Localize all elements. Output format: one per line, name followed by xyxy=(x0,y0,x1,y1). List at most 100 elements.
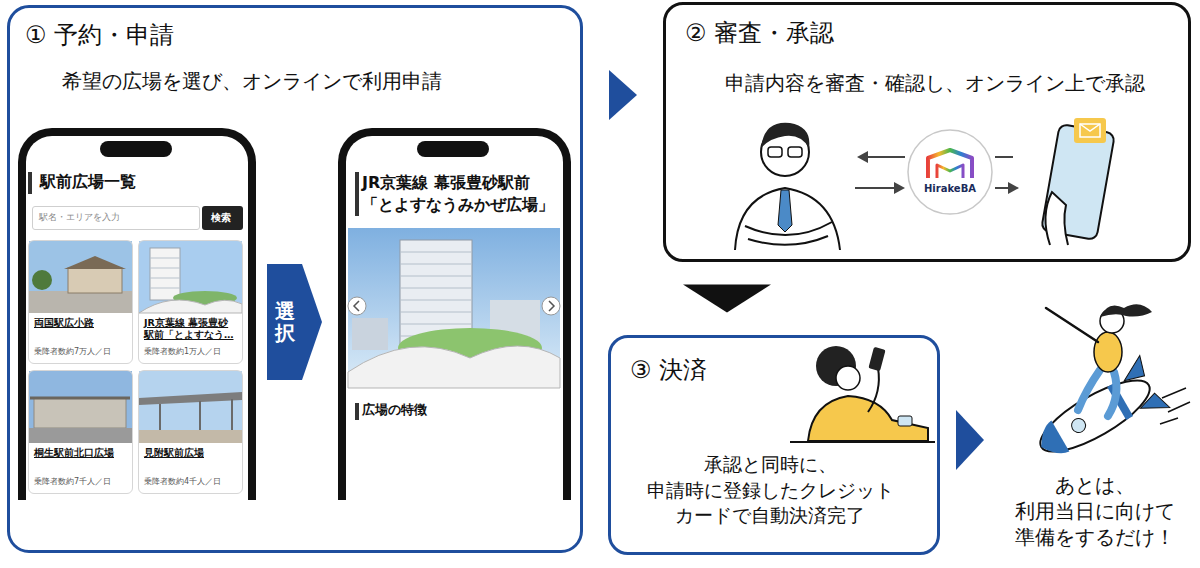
plaza-name: 見附駅前広場 xyxy=(144,447,238,459)
step-description: 承認と同時に、 申請時に登録したクレジット カードで自動決済完了 xyxy=(625,452,915,529)
face xyxy=(836,366,860,390)
step-description: 希望の広場を選び、オンラインで利用申請 xyxy=(62,68,542,94)
arrow-head xyxy=(1008,182,1019,194)
button-label: 検索 xyxy=(202,211,240,224)
section-title: 広場の特徴 xyxy=(362,402,427,419)
step-heading: ③ 決済 xyxy=(630,355,707,385)
body xyxy=(735,188,840,250)
rocket-fin xyxy=(1117,356,1150,386)
windows xyxy=(150,258,180,288)
rocket xyxy=(1026,356,1169,473)
flow-arrow xyxy=(956,410,984,470)
phone xyxy=(868,347,885,371)
search-field: 駅名・エリアを入力 xyxy=(32,206,200,230)
sky xyxy=(348,228,560,388)
closing-message: あとは、 利用当日に向けて 準備をするだけ！ xyxy=(1000,472,1190,550)
chevron xyxy=(549,301,554,311)
arrow-line xyxy=(995,187,1010,189)
screen-title: JR京葉線 幕張豊砂駅前 「とよすなうみかぜ広場」 xyxy=(362,172,560,217)
arrow-head xyxy=(857,151,868,163)
ground xyxy=(29,291,132,313)
sky xyxy=(29,371,132,443)
windows xyxy=(400,252,472,336)
chevron xyxy=(354,301,359,311)
phone-mockup: 駅名・エリアを入力検索両国駅広小路乗降者数約7万人／日 JR京葉線 幕張豊砂駅前「… xyxy=(18,128,256,500)
arrow-line xyxy=(866,156,905,158)
building xyxy=(352,318,388,350)
plaza-card: JR京葉線 幕張豊砂駅前「とよすなう… 乗降者数約1万人／日 xyxy=(138,240,243,364)
pavement xyxy=(139,430,242,443)
heading-bar xyxy=(355,403,359,420)
hand xyxy=(1045,192,1068,245)
carousel-button xyxy=(348,297,366,315)
crossed-arms xyxy=(745,222,832,245)
road xyxy=(29,428,132,443)
passenger-count: 乗降者数約4千人／日 xyxy=(144,477,238,487)
edge-label: 選択 xyxy=(275,300,295,344)
hair xyxy=(1100,304,1152,317)
tie xyxy=(778,190,792,232)
cup xyxy=(898,416,912,426)
flow-arrow xyxy=(683,285,771,313)
passenger-count: 乗降者数約7万人／日 xyxy=(34,347,128,357)
heading-bar xyxy=(355,172,359,216)
search-button: 検索 xyxy=(202,206,243,230)
building xyxy=(68,268,122,293)
rocket-nose xyxy=(1032,420,1069,462)
phone-mockup: JR京葉線 幕張豊砂駅前 「とよすなうみかぜ広場」広場の特徴 xyxy=(338,128,571,500)
arm xyxy=(868,368,879,412)
step-panel: 駅名・エリアを入力検索両国駅広小路乗降者数約7万人／日 JR京葉線 幕張豊砂駅前「… xyxy=(7,5,583,553)
closing-note: あとは、 利用当日に向けて 準備をするだけ！ xyxy=(1000,470,1193,558)
step-heading: ② 審査・承認 xyxy=(685,18,834,48)
plaza-card: 見附駅前広場乗降者数約4千人／日 xyxy=(138,370,243,494)
leg xyxy=(1108,372,1116,416)
arrow-line xyxy=(855,187,896,189)
plaza-name: JR京葉線 幕張豊砂駅前「とよすなう… xyxy=(144,317,238,341)
arrow-line xyxy=(995,156,1013,158)
canopy xyxy=(139,392,242,405)
plaza-name: 両国駅広小路 xyxy=(34,317,128,329)
phone-notch xyxy=(100,141,172,157)
step-panel: ② 審査・承認申請内容を審査・確認し、オンライン上で承認 xyxy=(663,2,1191,262)
passenger-count: 乗降者数約7千人／日 xyxy=(34,477,128,487)
roof xyxy=(64,256,126,269)
envelope-badge xyxy=(1074,118,1106,143)
pillar xyxy=(160,399,232,430)
speed-lines xyxy=(1160,388,1190,424)
envelope xyxy=(1080,124,1100,137)
payer-illustration xyxy=(790,346,935,442)
logo-circle xyxy=(908,130,992,214)
hair xyxy=(761,123,809,148)
glasses xyxy=(788,147,802,157)
heading-bar xyxy=(28,172,32,194)
sky xyxy=(29,241,132,313)
passenger-count: 乗降者数約1万人／日 xyxy=(144,347,238,357)
reviewer-illustration xyxy=(735,123,840,250)
plaza-photo xyxy=(29,241,242,443)
rocket-fin xyxy=(1137,390,1170,420)
roof xyxy=(30,397,130,400)
block-arrow xyxy=(267,264,322,380)
rocket-window xyxy=(1069,416,1088,435)
rocket-body xyxy=(1031,368,1158,465)
plaza-card: 桐生駅前北口広場乗降者数約7千人／日 xyxy=(28,370,133,494)
arrow-head xyxy=(894,182,905,194)
leg xyxy=(1078,370,1100,410)
smartphone-illustration xyxy=(1041,118,1115,245)
canopy xyxy=(348,346,560,388)
flow-arrow xyxy=(609,70,637,120)
service-logo xyxy=(908,130,992,214)
body xyxy=(1094,332,1122,372)
sky xyxy=(139,241,242,313)
screen-title: 駅前広場一覧 xyxy=(40,172,136,193)
building xyxy=(150,248,180,300)
envelope xyxy=(1080,124,1100,131)
carousel-button xyxy=(542,297,560,315)
sky xyxy=(139,371,242,443)
logo-wordmark: HirakeBA xyxy=(910,183,990,195)
plaza-name: 桐生駅前北口広場 xyxy=(34,447,128,459)
rocket-illustration xyxy=(1026,304,1190,473)
glasses xyxy=(768,147,782,157)
